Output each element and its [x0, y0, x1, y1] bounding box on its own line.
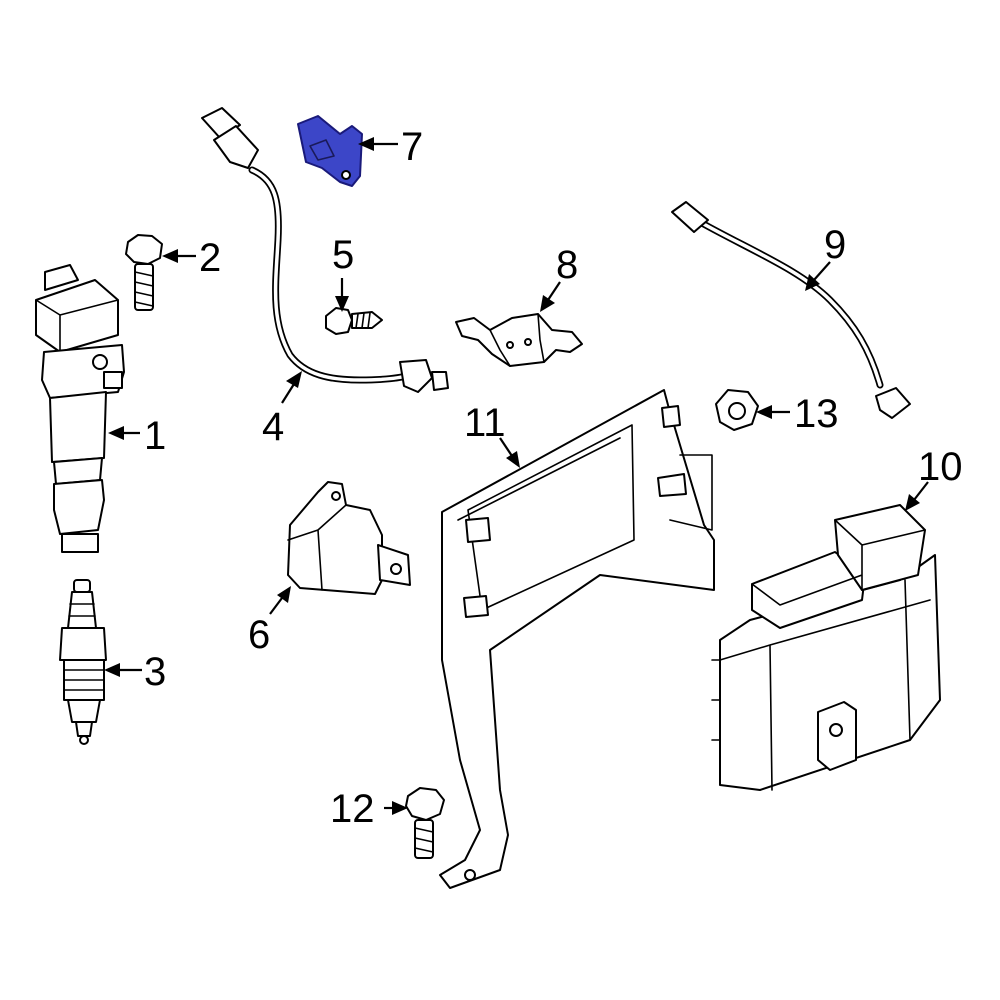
- sensor-harness[interactable]: [201, 107, 449, 393]
- cover-bracket[interactable]: [287, 481, 411, 595]
- callout-leaders: [104, 137, 929, 815]
- callout-10: 10: [918, 445, 963, 489]
- bracket-nut[interactable]: [715, 389, 759, 431]
- harness-bolt[interactable]: [325, 307, 383, 335]
- callout-12: 12: [330, 787, 375, 831]
- callout-5: 5: [332, 233, 354, 277]
- callout-labels: 1 2 3 4 5 6 7 8 9 10 11 12 13: [144, 125, 963, 831]
- ignition-coil[interactable]: [35, 264, 125, 553]
- sensor-bracket[interactable]: [297, 115, 363, 187]
- callout-4: 4: [262, 405, 284, 449]
- callout-2: 2: [199, 236, 221, 280]
- callout-7: 7: [401, 125, 423, 169]
- harness-lead[interactable]: [671, 201, 911, 419]
- callout-1: 1: [144, 414, 166, 458]
- bracket-bolt[interactable]: [405, 787, 445, 859]
- callout-9: 9: [824, 223, 846, 267]
- coil-bolt[interactable]: [125, 234, 163, 311]
- callout-11: 11: [464, 401, 506, 445]
- callout-6: 6: [248, 613, 270, 657]
- harness-bracket[interactable]: [455, 313, 583, 367]
- spark-plug[interactable]: [59, 579, 107, 745]
- ecm-mounting-bracket[interactable]: [439, 389, 715, 889]
- callout-3: 3: [144, 650, 166, 694]
- engine-control-module[interactable]: [711, 504, 941, 791]
- callout-8: 8: [556, 243, 578, 287]
- callout-13: 13: [794, 392, 839, 436]
